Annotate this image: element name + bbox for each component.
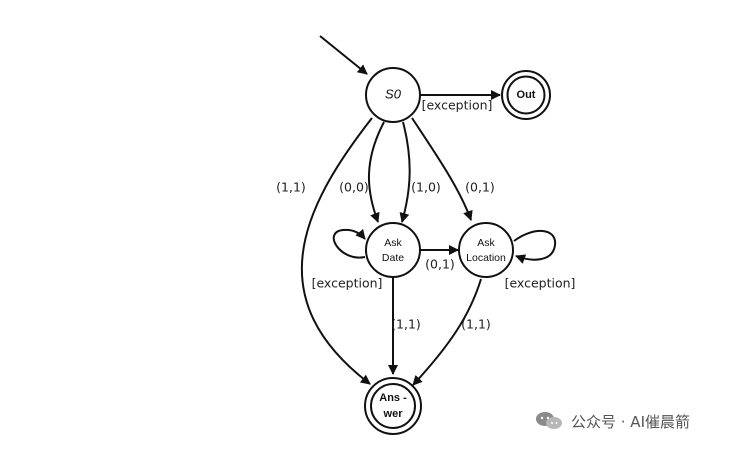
state-out: Out bbox=[501, 70, 551, 120]
state-answer-label-line1: Ans - bbox=[379, 392, 407, 404]
edge-label-askdate-self: [exception] bbox=[312, 276, 383, 291]
edge-label-asklocation-self: [exception] bbox=[505, 276, 576, 291]
state-ask-date-label-line1: Ask bbox=[384, 237, 402, 249]
state-answer-label-line2: wer bbox=[383, 408, 404, 420]
state-ask-date-label-line2: Date bbox=[382, 252, 404, 264]
edge-label-s0-answer: (1,1) bbox=[276, 180, 306, 195]
edge-askdate-self bbox=[332, 228, 366, 259]
state-out-label: Out bbox=[517, 89, 536, 101]
state-ask-location-label-line1: Ask bbox=[477, 237, 495, 249]
edge-label-s0-out: [exception] bbox=[422, 98, 493, 113]
edge-asklocation-answer bbox=[412, 278, 482, 386]
state-s0-label: S0 bbox=[385, 86, 402, 101]
watermark-text: 公众号 · AI催晨箭 bbox=[571, 412, 690, 431]
watermark: 公众号 · AI催晨箭 bbox=[534, 409, 690, 433]
state-s0: S0 bbox=[365, 67, 421, 123]
state-ask-location: Ask Location bbox=[458, 222, 514, 278]
edge-asklocation-self bbox=[513, 229, 557, 264]
edge-s0-askdate-00 bbox=[367, 121, 385, 223]
state-ask-location-label-line2: Location bbox=[466, 252, 506, 264]
edge-label-s0-askdate-00: (0,0) bbox=[339, 180, 369, 195]
edge-label-s0-askdate-10: (1,0) bbox=[411, 180, 441, 195]
edge-label-s0-asklocation: (0,1) bbox=[465, 180, 495, 195]
edge-label-askdate-asklocation: (0,1) bbox=[425, 257, 455, 272]
wechat-icon bbox=[536, 412, 562, 429]
edge-s0-asklocation bbox=[411, 117, 473, 221]
start-arrow bbox=[319, 35, 368, 75]
edge-s0-answer bbox=[301, 117, 373, 385]
edge-s0-askdate-10 bbox=[399, 121, 411, 223]
edge-label-askdate-answer: (1,1) bbox=[391, 317, 421, 332]
state-ask-date: Ask Date bbox=[365, 222, 421, 278]
state-answer: Ans - wer bbox=[364, 377, 422, 435]
edge-label-asklocation-answer: (1,1) bbox=[461, 317, 491, 332]
